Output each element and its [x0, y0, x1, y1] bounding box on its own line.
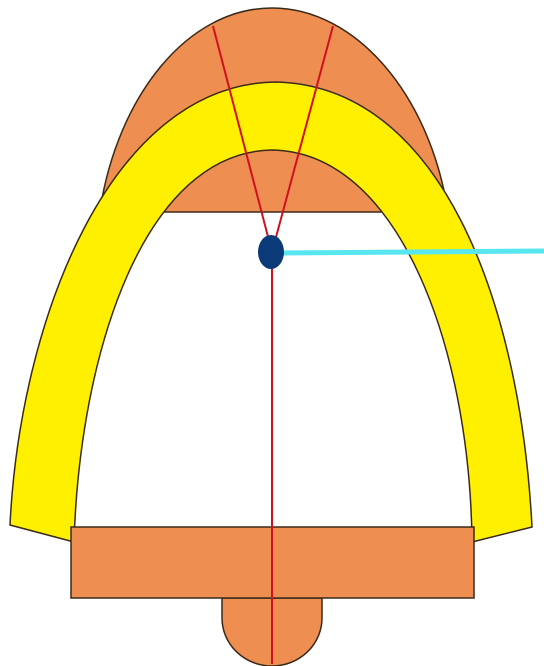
pivot-dot: [258, 235, 284, 269]
inner-arch: [9, 81, 533, 543]
left-guide-line: [212, 25, 273, 253]
pointer-line: [277, 248, 544, 256]
right-guide-line: [271, 25, 334, 253]
